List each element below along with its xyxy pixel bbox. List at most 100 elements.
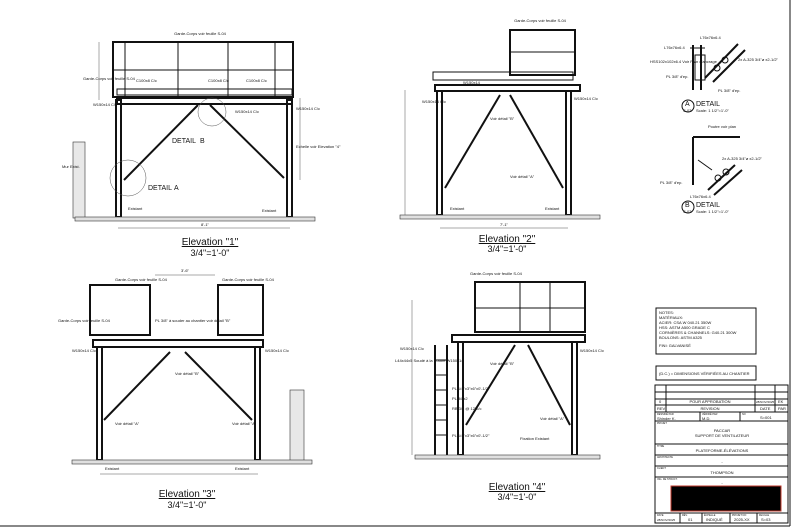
ladder [434, 345, 448, 455]
detail-callout: DETAIL [172, 138, 196, 145]
brace-left [465, 344, 516, 426]
label: W150x14 C/c [296, 106, 320, 111]
guardrail-left [89, 284, 151, 336]
detail-a: L76x76x6.4 L76x76x6.4 HSS102x102x6.4 Voi… [650, 35, 779, 113]
detail-callout-id: A [174, 185, 179, 192]
column-right [286, 99, 293, 218]
label: PL 3/8" d'ep. [718, 88, 741, 93]
elevation-scale: 3/4"=1'-0" [498, 492, 537, 502]
note-line: FINI: GALVANISÉ [659, 343, 691, 348]
field-label: RÉV. [682, 514, 688, 517]
detail-title: DETAIL [696, 202, 720, 209]
label: PL 1/4"x3"x6"x0'-1/2" [452, 386, 490, 391]
ground-slab [71, 459, 313, 465]
label: PL 3/8" d'ep. [666, 74, 689, 79]
elevation-2: Garde-Corps voir feuille S-04 W150x14 W1… [399, 18, 601, 254]
field-label: ING. DE STRUCT. [657, 478, 678, 481]
note-line: HSS: ASTM A500 GRADE C [659, 325, 710, 330]
beam [92, 339, 264, 348]
field-label: DATE [657, 514, 664, 517]
label: Voir détail "A" [115, 421, 140, 426]
elevation-title: Elevation "4" [489, 482, 546, 493]
label: C100x8 C/c [136, 78, 157, 83]
label: C100x8 C/c [208, 78, 229, 83]
field-label: CLIENT [657, 467, 666, 470]
rev-header: REV [657, 406, 666, 411]
elevation-title: Elevation "1" [182, 237, 239, 248]
date: 28/NOV/2025 [657, 518, 676, 522]
label: Garde-Corps voir feuille S-04 [222, 277, 275, 282]
label: Fixation Existant [520, 436, 550, 441]
label: Garde-Corps voir feuille S-04 [514, 18, 567, 23]
label: Garde-Corps voir feuille S-04 [470, 271, 523, 276]
label: W150x14 C/c [422, 99, 446, 104]
architect: - [721, 459, 723, 464]
checked-by: M.D. [702, 416, 710, 421]
elevation-1: Garde-Corps voir feuille S-04 Garde-Corp… [62, 31, 341, 258]
drawing-number: S=001 [760, 415, 772, 420]
notes-heading: NOTES: [659, 310, 674, 315]
note-line: ACIER: CSA W 040.21 350W [659, 320, 711, 325]
rev-header: DATE [760, 406, 771, 411]
note-line: BOULONS: ASTM A325 [659, 335, 703, 340]
revision: 01 [688, 517, 693, 522]
detail-callout: DETAIL [148, 185, 172, 192]
column-left [115, 99, 122, 218]
ground-slab [414, 454, 601, 460]
engineer: - [721, 480, 723, 485]
label: Voir détail "A" [510, 174, 535, 179]
brace-right [527, 344, 571, 426]
rev-header: REVISION [700, 406, 719, 411]
label: Garde-Corps voir feuille S-04 [174, 31, 227, 36]
guardrail-right [217, 284, 264, 336]
beam [434, 84, 581, 92]
rev-desc: POUR APPROBATION [689, 399, 730, 404]
detail-callout-id: B [200, 138, 205, 145]
label: PL 3/8" à souder au chantier voir détail… [155, 318, 231, 323]
label: PL 3/8x2 [452, 396, 468, 401]
label: Garde-Corps voir feuille S-04 [58, 318, 111, 323]
label: C100x8 C/c [246, 78, 267, 83]
elevation-scale: 3/4"=1'-0" [191, 248, 230, 258]
column-right [254, 346, 261, 461]
dimension: 8'-1" [201, 222, 210, 227]
label: W150x14 C/c [235, 109, 259, 114]
brace-left [444, 94, 501, 189]
beam [116, 97, 293, 105]
column-right [565, 90, 572, 216]
label: Poutre voir plan [708, 124, 736, 129]
detail-id: B [685, 202, 690, 209]
detail-title: DETAIL [696, 101, 720, 108]
label: Voir détail "B" [490, 116, 515, 121]
label: Existant [128, 206, 143, 211]
label: W150x14 C/c [580, 348, 604, 353]
elevation-3: 3'-6" Garde-Corps voir feuille S-04 Gard… [58, 268, 313, 510]
brace-right [184, 351, 253, 421]
field-label: VÉRIFIÉ PAR [702, 413, 718, 416]
label: HSS102x102x6.4 Voir Plan d'ancrage [650, 59, 718, 64]
label: L76x76x6.4 [700, 35, 721, 40]
label: Voir détail "A" [232, 421, 257, 426]
column-right [571, 341, 578, 456]
scale: INDIQUÉ [706, 517, 723, 522]
label: Voir détail "A" [540, 416, 565, 421]
project-subtitle: SUPPORT DE VENTILATEUR [695, 433, 749, 438]
field-label: PROJET NO [732, 514, 746, 517]
existing-wall [289, 389, 305, 463]
label: L76x76x6.4 [690, 194, 711, 199]
ground-slab [74, 216, 316, 222]
field-label: DESSINÉ PAR [657, 413, 674, 416]
label: L44x44x5 Soudé à la Poutre W150x14 [395, 358, 464, 363]
label: Existant [262, 208, 277, 213]
guardrail [474, 281, 586, 333]
note-line: MATÉRIAUX: [659, 315, 683, 320]
redacted-logo [670, 485, 782, 512]
label: L76x76x6.4 [664, 45, 685, 50]
field-note: (D.C.) = DIMENSIONS VÉRIFIÉES AU CHANTIE… [659, 371, 750, 376]
label: Voir détail "B" [175, 371, 200, 376]
dimension: 7'-1" [500, 222, 509, 227]
label: Voir détail "B" [490, 361, 515, 366]
field-label: ARCHITECTE [657, 456, 673, 459]
elevation-4: Garde-Corps voir feuille S-04 W150x14 C/… [395, 271, 604, 502]
